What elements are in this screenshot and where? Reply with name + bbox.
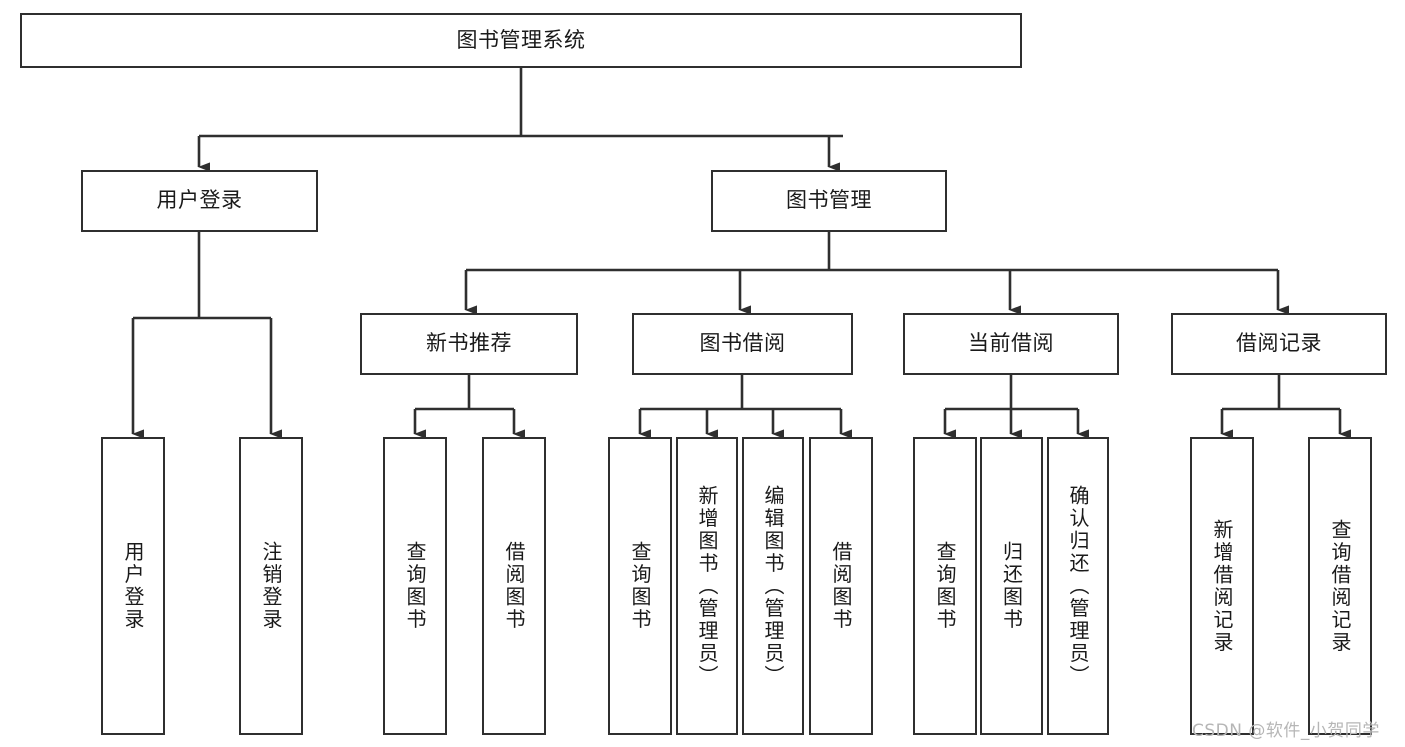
leaf-return-book[interactable]: 归还图书 xyxy=(980,437,1043,735)
node-root-system[interactable]: 图书管理系统 xyxy=(20,13,1022,68)
node-label: 用户登录 xyxy=(156,188,243,213)
node-current-borrow[interactable]: 当前借阅 xyxy=(903,313,1119,375)
leaf-add-borrow-record[interactable]: 新增借阅记录 xyxy=(1190,437,1254,735)
node-label: 当前借阅 xyxy=(968,331,1054,356)
leaf-confirm-return-admin[interactable]: 确认归还（管理员） xyxy=(1047,437,1109,735)
leaf-edit-book-admin[interactable]: 编辑图书（管理员） xyxy=(742,437,804,735)
node-label: 图书管理 xyxy=(786,188,872,213)
leaf-query-borrow-record[interactable]: 查询借阅记录 xyxy=(1308,437,1372,735)
node-label: 查询图书 xyxy=(403,541,427,631)
node-borrow-records[interactable]: 借阅记录 xyxy=(1171,313,1387,375)
node-label: 图书借阅 xyxy=(699,331,786,356)
leaf-user-login[interactable]: 用户登录 xyxy=(101,437,165,735)
node-label: 归还图书 xyxy=(999,541,1024,631)
node-user-login[interactable]: 用户登录 xyxy=(81,170,318,232)
node-label: 确认归还（管理员） xyxy=(1066,484,1090,688)
leaf-logout[interactable]: 注销登录 xyxy=(239,437,303,735)
node-label: 用户登录 xyxy=(121,541,145,631)
leaf-add-book-admin[interactable]: 新增图书（管理员） xyxy=(676,437,738,735)
leaf-query-book-current[interactable]: 查询图书 xyxy=(913,437,977,735)
node-label: 新增借阅记录 xyxy=(1210,518,1234,654)
node-label: 注销登录 xyxy=(259,541,283,631)
node-label: 查询借阅记录 xyxy=(1328,518,1352,654)
node-book-management[interactable]: 图书管理 xyxy=(711,170,947,232)
node-label: 新书推荐 xyxy=(426,331,512,356)
node-book-borrow[interactable]: 图书借阅 xyxy=(632,313,853,375)
node-label: 图书管理系统 xyxy=(456,27,586,52)
csdn-watermark: CSDN @软件_小贺同学 xyxy=(1192,721,1380,741)
node-label: 查询图书 xyxy=(628,541,652,631)
leaf-query-book-recommend[interactable]: 查询图书 xyxy=(383,437,447,735)
node-label: 借阅记录 xyxy=(1236,331,1322,356)
leaf-query-book-borrow[interactable]: 查询图书 xyxy=(608,437,672,735)
leaf-borrow-book[interactable]: 借阅图书 xyxy=(809,437,873,735)
node-new-book-recommend[interactable]: 新书推荐 xyxy=(360,313,578,375)
node-label: 借阅图书 xyxy=(829,541,853,631)
node-label: 借阅图书 xyxy=(502,541,526,631)
node-label: 新增图书（管理员） xyxy=(695,484,719,688)
node-label: 编辑图书（管理员） xyxy=(761,484,785,688)
leaf-borrow-book-recommend[interactable]: 借阅图书 xyxy=(482,437,546,735)
node-label: 查询图书 xyxy=(933,541,957,631)
